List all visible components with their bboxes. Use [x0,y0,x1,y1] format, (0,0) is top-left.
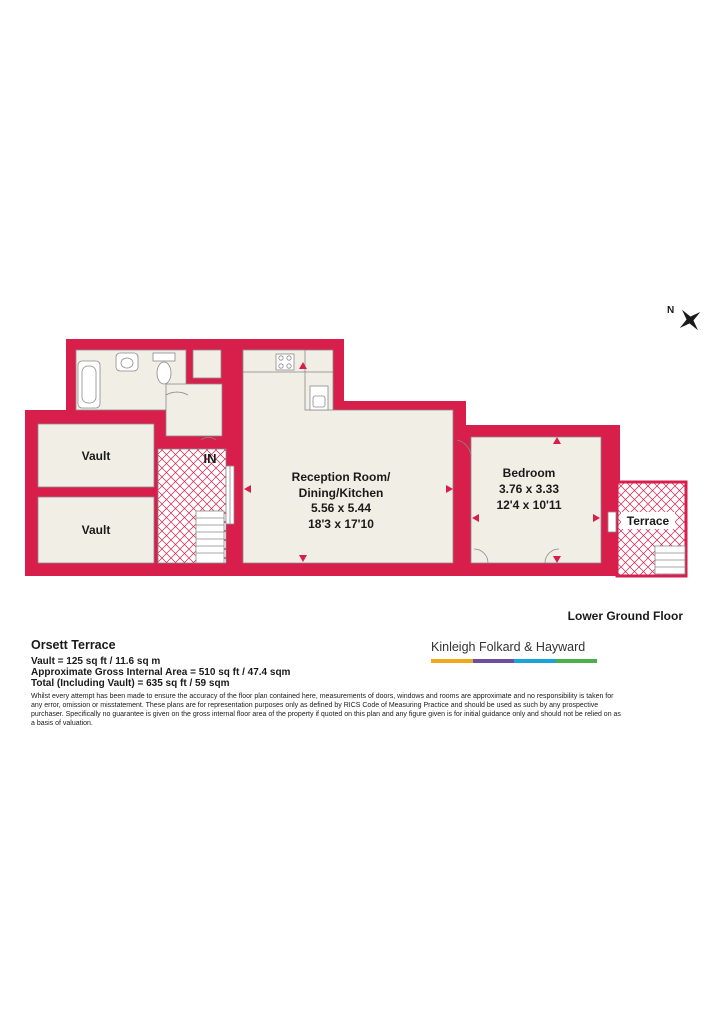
lobby-floor [165,383,223,437]
staircase [195,510,225,564]
color-segment [514,659,556,663]
terrace-label-backdrop [621,512,675,529]
total-area: Total (Including Vault) = 635 sq ft / 59… [31,678,230,689]
store-floor [192,349,222,379]
color-segment [555,659,597,663]
color-segment [472,659,514,663]
compass-icon [679,309,701,331]
compass-north-label: N [667,305,674,316]
floor-level-label: Lower Ground Floor [567,609,683,623]
floor-plan: N Vault Vault IN Reception Room/ Dining/… [25,305,701,578]
vault-bottom-label: Vault [82,523,111,537]
reception-imperial: 18'3 x 17'10 [308,517,374,531]
bedroom-name: Bedroom [503,466,556,480]
bathroom-fittings [77,352,176,409]
bedroom-imperial: 12'4 x 10'11 [496,498,561,512]
vault-area: Vault = 125 sq ft / 11.6 sq m [31,656,161,667]
gross-internal-area: Approximate Gross Internal Area = 510 sq… [31,667,291,678]
terrace-steps [654,545,686,575]
agency-logo: Kinleigh Folkard & Hayward [431,640,597,663]
reception-name-line2: Dining/Kitchen [299,486,384,500]
vault-top-floor [37,423,155,488]
vault-top-label: Vault [82,449,111,463]
disclaimer-text: Whilst every attempt has been made to en… [31,693,621,727]
windows [225,465,617,533]
property-info: Orsett Terrace Vault = 125 sq ft / 11.6 … [31,638,621,728]
dimension-arrows [244,362,600,563]
agency-color-bar [431,659,597,663]
door-swings [165,391,560,564]
kitchen-fittings [242,349,334,411]
reception-floor [242,349,454,564]
property-title: Orsett Terrace [31,638,116,652]
reception-name-line1: Reception Room/ [292,470,391,484]
bedroom-floor [470,436,602,564]
bedroom-metric: 3.76 x 3.33 [499,482,559,496]
entrance-label: IN [204,451,217,466]
color-segment [431,659,473,663]
terrace-label: Terrace [627,514,670,528]
agency-name: Kinleigh Folkard & Hayward [431,640,586,654]
reception-metric: 5.56 x 5.44 [311,501,371,515]
vault-bottom-floor [37,496,155,564]
